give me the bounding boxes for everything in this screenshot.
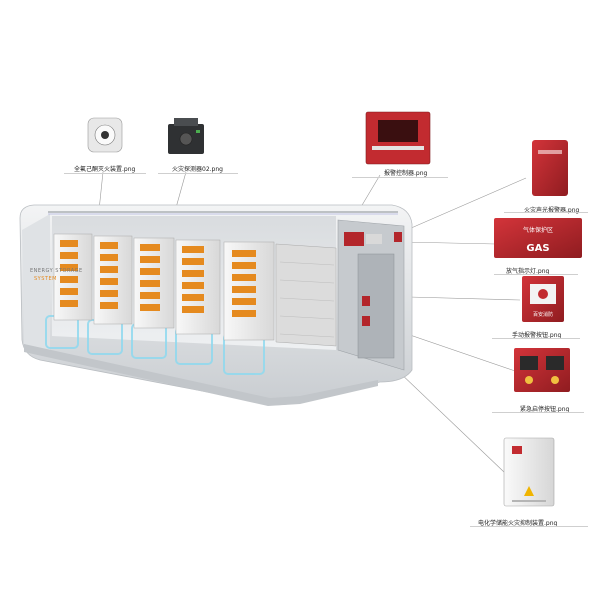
underline-sound-light-alarm [504,212,588,213]
container-brand-line1: ENERGY STORAGE [30,268,83,274]
label-extinguisher-device: 全氟己酮灭火装置.png [74,166,136,173]
underline-manual-alarm [492,338,580,339]
gas-sign-top-text: 气体保护区 [523,226,553,234]
underline-suppression-cabinet [470,526,588,527]
manual-alarm-button-image: 百安消防 [522,276,564,322]
manual-alarm-brand-text: 百安消防 [533,311,553,318]
battery-racks [53,233,337,347]
extinguisher-device-image [87,117,123,153]
rack-shelves [279,261,335,338]
fire-detector-image [168,118,204,154]
sound-light-alarm-image [532,140,568,196]
battery-container [19,204,413,406]
label-fire-detector: 火灾探测器02.png [172,166,223,173]
label-emergency-stop: 紧急启停按钮.png [520,406,570,413]
control-section [337,219,405,371]
emergency-stop-button-image [514,348,570,392]
label-suppression-cabinet: 电化学储能火灾抑制装置.png [478,520,558,527]
underline-gas-sign [494,274,578,275]
gas-sign-image: 气体保护区 GAS [494,218,582,258]
gas-sign-bottom-text: GAS [526,243,549,254]
container-brand-line2: SYSTEM [34,276,57,282]
battery-modules [60,240,256,317]
label-alarm-controller: 报警控制器.png [384,170,428,177]
alarm-controller-image [365,111,431,165]
underline-alarm-controller [352,177,448,178]
label-gas-sign: 放气指示灯.png [506,268,550,275]
label-sound-light-alarm: 火灾声光报警器.png [524,207,580,214]
label-manual-alarm: 手动报警按钮.png [512,332,562,339]
underline-emergency-stop [492,412,584,413]
underline-extinguisher-device [64,173,146,174]
suppression-cabinet-image [503,437,555,507]
underline-fire-detector [158,173,238,174]
